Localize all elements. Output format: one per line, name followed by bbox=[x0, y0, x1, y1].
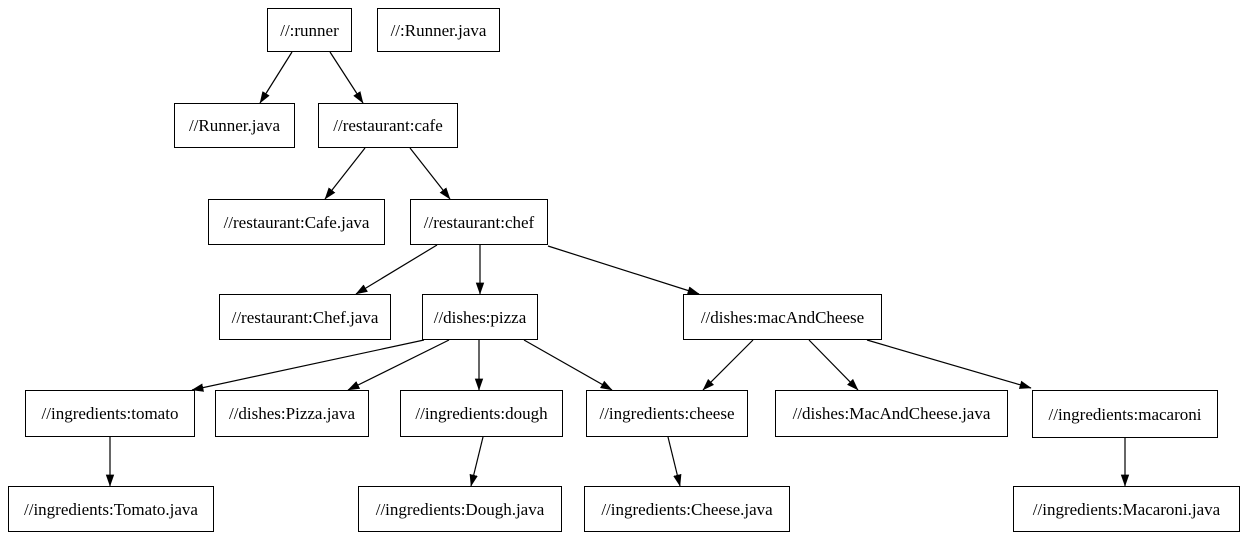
edge-mac-to-cheese bbox=[702, 339, 754, 391]
graph-node-mac: //dishes:macAndCheese bbox=[683, 294, 882, 340]
edge-runner-to-cafe bbox=[329, 51, 364, 104]
graph-node-macaroni: //ingredients:macaroni bbox=[1032, 390, 1218, 438]
edge-chef-to-chef_java bbox=[355, 244, 438, 295]
graph-node-runner_java_lbl: //:Runner.java bbox=[377, 8, 500, 52]
edge-mac-to-mac_java bbox=[808, 339, 859, 391]
edge-pizza-to-cheese bbox=[523, 339, 613, 391]
edge-pizza-to-tomato bbox=[191, 339, 425, 392]
graph-node-cheese_java: //ingredients:Cheese.java bbox=[584, 486, 790, 532]
graph-node-pizza: //dishes:pizza bbox=[422, 294, 538, 340]
graph-node-tomato_java: //ingredients:Tomato.java bbox=[8, 486, 214, 532]
graph-node-chef: //restaurant:chef bbox=[410, 199, 548, 245]
graph-node-mac_java: //dishes:MacAndCheese.java bbox=[775, 390, 1008, 437]
graph-node-cheese: //ingredients:cheese bbox=[586, 390, 748, 437]
graph-node-runner_java: //Runner.java bbox=[174, 103, 295, 148]
graph-node-cafe_java: //restaurant:Cafe.java bbox=[208, 199, 385, 245]
graph-node-chef_java: //restaurant:Chef.java bbox=[219, 294, 391, 340]
graph-node-dough: //ingredients:dough bbox=[400, 390, 563, 437]
graph-node-tomato: //ingredients:tomato bbox=[25, 390, 195, 437]
graph-node-pizza_java: //dishes:Pizza.java bbox=[215, 390, 369, 437]
edge-cheese-to-cheese_java bbox=[667, 436, 682, 487]
edge-cafe-to-cafe_java bbox=[324, 147, 366, 200]
graph-node-macaroni_java: //ingredients:Macaroni.java bbox=[1013, 486, 1240, 532]
edge-runner-to-runner_java bbox=[259, 51, 293, 104]
edge-mac-to-macaroni bbox=[866, 339, 1032, 389]
edge-cafe-to-chef bbox=[409, 147, 451, 200]
graph-node-runner: //:runner bbox=[267, 8, 352, 52]
edge-pizza-to-pizza_java bbox=[347, 339, 450, 391]
graph-node-dough_java: //ingredients:Dough.java bbox=[358, 486, 562, 532]
edge-dough-to-dough_java bbox=[469, 436, 484, 487]
graph-node-cafe: //restaurant:cafe bbox=[318, 103, 458, 148]
edge-chef-to-mac bbox=[547, 245, 700, 295]
